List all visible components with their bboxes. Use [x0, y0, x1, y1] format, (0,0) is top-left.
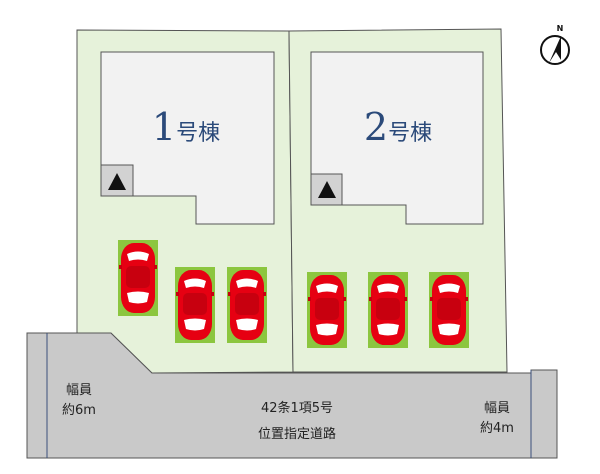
- triangle-entrance-icon: [108, 173, 126, 190]
- lot-2-label: 2号棟: [364, 105, 432, 149]
- entrance-marker-1: [100, 164, 134, 197]
- right-road-width-value: 約4m: [480, 421, 514, 436]
- left-road-width-value: 約6m: [62, 403, 96, 418]
- parking-space-6: [429, 272, 469, 348]
- parking-space-3: [227, 267, 267, 343]
- parking-space-1: [118, 240, 158, 316]
- parking-space-5: [368, 272, 408, 348]
- lot-1-number: 1: [152, 105, 176, 149]
- lot-1-suffix: 号棟: [176, 121, 220, 146]
- road-name-line1: 42条1項5号: [261, 400, 333, 416]
- right-road-width-label: 幅員: [484, 401, 510, 416]
- triangle-entrance-icon: [318, 181, 336, 198]
- parking-space-4: [307, 272, 347, 348]
- north-arrow-icon: N: [540, 24, 570, 65]
- lot-1-label: 1号棟: [152, 105, 220, 149]
- left-road-width-label: 幅員: [66, 383, 92, 398]
- parking-space-2: [175, 267, 215, 343]
- compass-letter: N: [557, 24, 564, 33]
- road-name-line2: 位置指定道路: [258, 426, 336, 442]
- lot-2-number: 2: [364, 105, 388, 149]
- lot-2-suffix: 号棟: [388, 121, 432, 146]
- entrance-marker-2: [310, 173, 343, 206]
